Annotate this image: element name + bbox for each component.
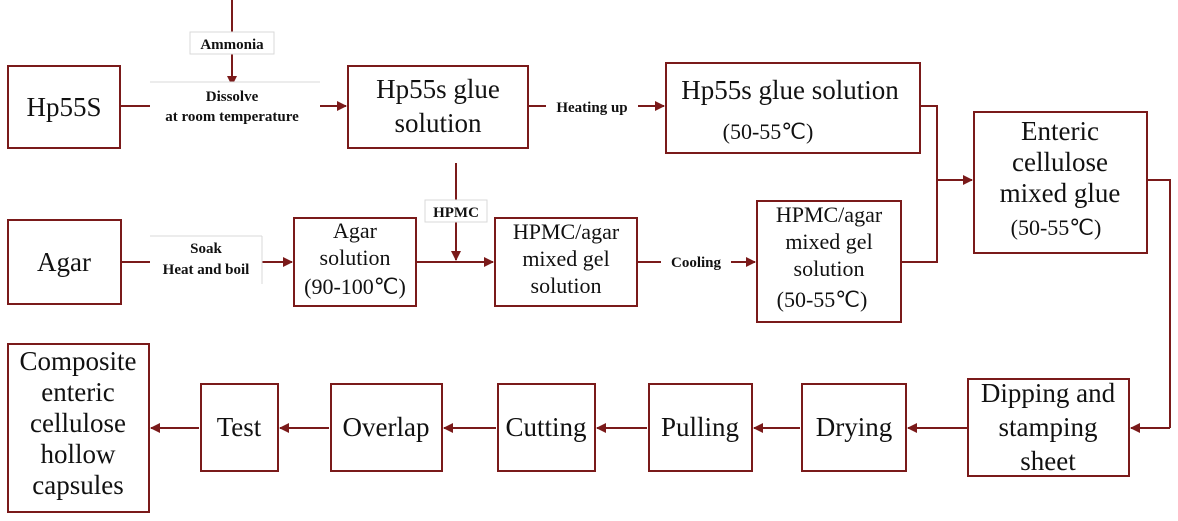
node-agar-solution-line-1: Agar — [333, 218, 378, 243]
node-composite-capsules: Composite enteric cellulose hollow capsu… — [7, 343, 150, 513]
soak-label: Soak — [190, 241, 222, 257]
node-enteric-line-3: mixed glue — [1000, 178, 1121, 208]
node-heated-solution-line-1: Hp55s glue solution — [681, 75, 899, 105]
node-dipping-stamping: Dipping and stamping sheet — [967, 378, 1130, 477]
node-agar-solution-line-2: solution — [320, 245, 391, 270]
node-hp55s-glue-solution: Hp55s glue solution — [347, 65, 529, 149]
node-hp55s-label: Hp55S — [26, 92, 101, 122]
cooling-label: Cooling — [671, 255, 722, 271]
node-capsules-line-3: cellulose — [30, 408, 126, 438]
node-cooled-gel-line-3: solution — [794, 256, 865, 281]
node-drying: Drying — [801, 383, 907, 472]
node-hpmc-agar-gel: HPMC/agar mixed gel solution — [494, 217, 638, 307]
node-enteric-line-1: Enteric — [1021, 116, 1099, 146]
node-gel-line-3: solution — [531, 273, 602, 298]
node-pulling: Pulling — [648, 383, 753, 472]
node-agar-solution: Agar solution (90-100℃) — [293, 217, 417, 307]
node-heated-solution-temperature: (50-55℃) — [723, 119, 814, 144]
node-test-label: Test — [217, 412, 262, 442]
edge-label-hpmc: HPMC — [424, 199, 488, 223]
ammonia-label: Ammonia — [200, 37, 264, 53]
node-cutting: Cutting — [497, 383, 596, 472]
dissolve-label: Dissolve — [206, 89, 259, 105]
node-capsules-line-1: Composite — [19, 346, 136, 376]
edge-label-heating-up: Heating up — [546, 96, 638, 118]
hpmc-label: HPMC — [433, 205, 479, 221]
node-cooled-gel-temperature: (50-55℃) — [777, 287, 868, 312]
node-hp55s-glue-solution-heated: Hp55s glue solution (50-55℃) — [665, 62, 921, 154]
node-test: Test — [200, 383, 279, 472]
node-cutting-label: Cutting — [505, 412, 586, 442]
mixed-glue-to-dipping-connector — [1147, 179, 1171, 428]
edge-label-soak: Soak Heat and boil — [150, 235, 263, 284]
node-hp55s-glue-solution-line-1: Hp55s glue — [376, 74, 500, 104]
node-capsules-line-4: hollow — [40, 439, 116, 469]
node-capsules-line-5: capsules — [32, 470, 123, 500]
node-hpmc-agar-gel-cooled: HPMC/agar mixed gel solution (50-55℃) — [756, 200, 902, 323]
node-cooled-gel-line-2: mixed gel — [785, 229, 872, 254]
edge-label-ammonia: Ammonia — [189, 31, 275, 55]
node-enteric-mixed-glue: Enteric cellulose mixed glue (50-55℃) — [973, 111, 1148, 254]
node-dipping-line-1: Dipping and — [981, 378, 1116, 408]
heated-to-mixed-glue-connector — [920, 105, 938, 180]
heating-up-label: Heating up — [556, 100, 627, 116]
node-pulling-label: Pulling — [661, 412, 739, 442]
node-gel-line-2: mixed gel — [522, 246, 609, 271]
node-dipping-line-2: stamping — [999, 412, 1098, 442]
edge-label-cooling: Cooling — [661, 251, 731, 273]
node-enteric-temperature: (50-55℃) — [1011, 215, 1102, 240]
node-agar-label: Agar — [37, 247, 91, 277]
node-cooled-gel-line-1: HPMC/agar — [776, 202, 883, 227]
node-overlap-label: Overlap — [343, 412, 430, 442]
node-dipping-line-3: sheet — [1020, 446, 1076, 476]
node-hp55s-glue-solution-line-2: solution — [394, 108, 482, 138]
node-hp55s: Hp55S — [7, 65, 121, 149]
edge-label-dissolve: Dissolve at room temperature — [150, 81, 320, 130]
node-overlap: Overlap — [330, 383, 443, 472]
node-gel-line-1: HPMC/agar — [513, 219, 620, 244]
node-enteric-line-2: cellulose — [1012, 147, 1108, 177]
node-drying-label: Drying — [816, 412, 893, 442]
room-temperature-label: at room temperature — [165, 109, 299, 125]
node-capsules-line-2: enteric — [41, 377, 114, 407]
heat-and-boil-label: Heat and boil — [163, 262, 250, 278]
node-agar: Agar — [7, 219, 122, 305]
gel-to-mixed-glue-connector — [901, 180, 938, 263]
node-agar-solution-temperature: (90-100℃) — [304, 274, 406, 299]
